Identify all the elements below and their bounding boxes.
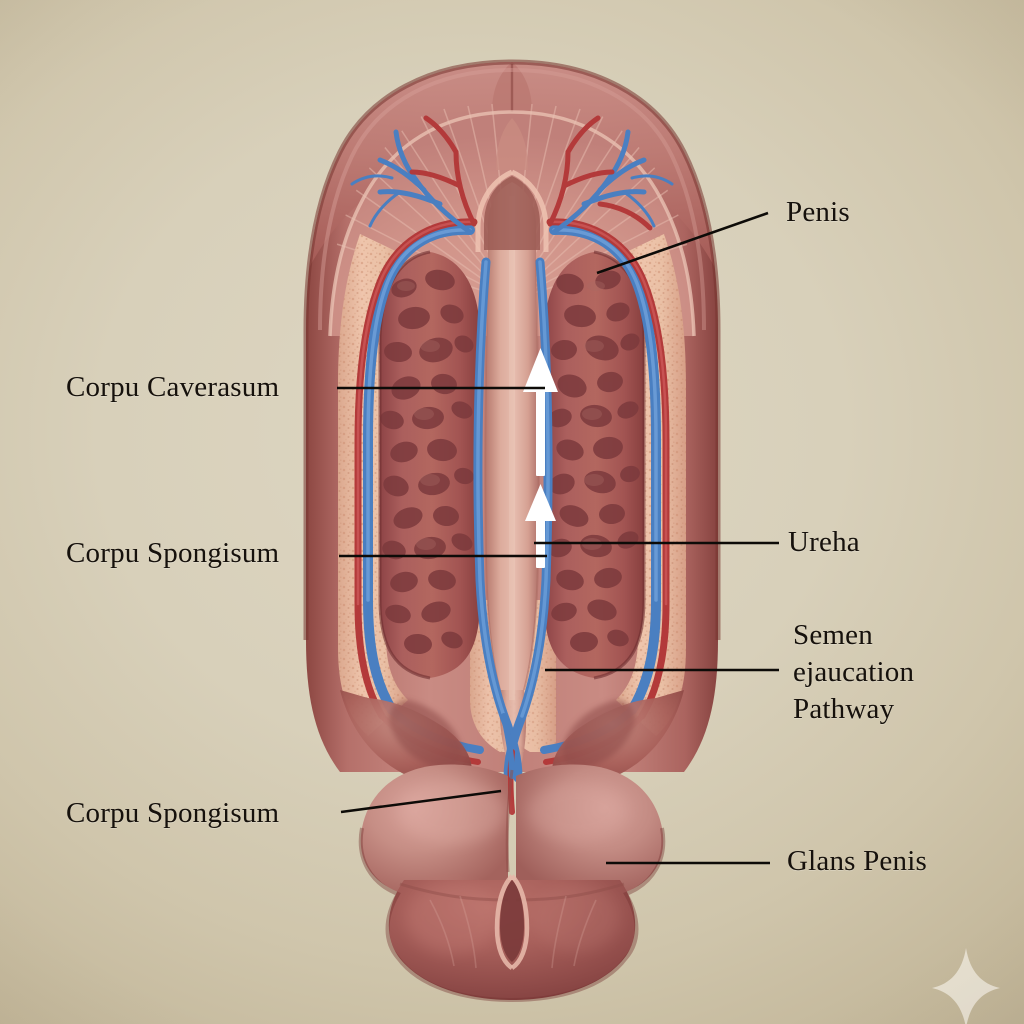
label-corpus-spongiosum-shaft: Corpu Spongisum xyxy=(66,537,280,569)
label-glans-penis: Glans Penis xyxy=(787,845,927,877)
flow-arrow-upper xyxy=(523,348,558,476)
label-semen-line-1: Semen xyxy=(793,619,873,651)
leader-corpus-spongiosum-glans xyxy=(340,789,502,814)
label-urethra: Ureha xyxy=(788,526,860,558)
label-semen-line-3: Pathway xyxy=(793,693,895,725)
label-corpus-spongiosum-glans: Corpu Spongisum xyxy=(66,797,280,829)
corpus-cavernosum-left xyxy=(378,250,480,680)
label-semen-line-2: ejaucation xyxy=(793,656,915,688)
sparkle-icon xyxy=(932,948,1000,1024)
label-semen-ejaculation-pathway: Semen ejaucation Pathway xyxy=(793,617,983,728)
cavernous-lacunae-left xyxy=(380,269,474,655)
flow-arrow-lower xyxy=(525,484,556,568)
semen-flow-arrows xyxy=(523,348,558,568)
glans-penis xyxy=(358,764,666,1003)
leader-lines xyxy=(337,211,779,865)
label-corpus-cavernosum: Corpu Caverasum xyxy=(66,371,280,403)
leader-penis xyxy=(596,211,769,275)
label-penis: Penis xyxy=(786,196,850,228)
urethral-channel xyxy=(475,169,549,770)
penile-bulb-shoulders xyxy=(340,690,684,787)
